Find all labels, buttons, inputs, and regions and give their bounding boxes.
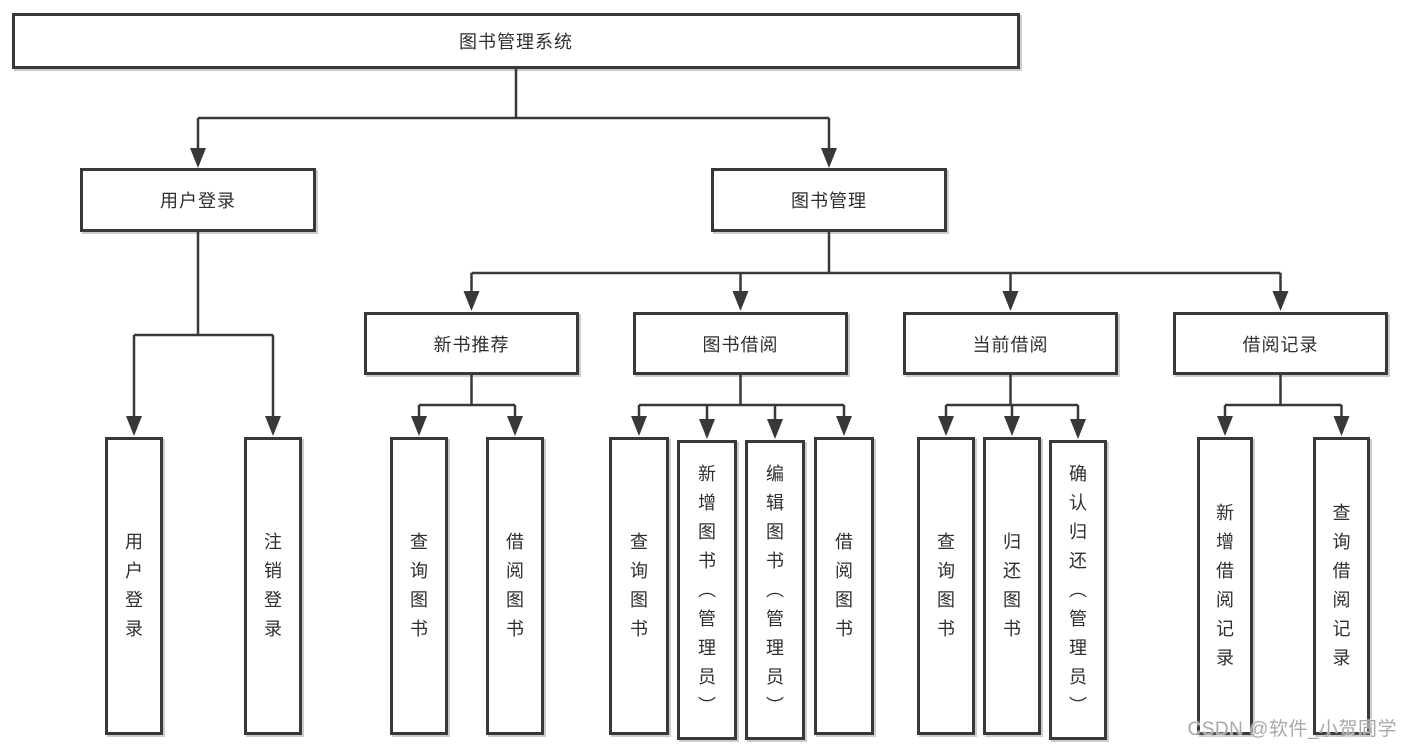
node-label: 新书推荐 — [433, 334, 510, 355]
leaf-current-query-books: 查 询 图 书 — [917, 437, 975, 735]
leaf-user-login: 用 户 登 录 — [105, 437, 163, 735]
csdn-watermark: CSDN @软件_小贺同学 — [1187, 719, 1397, 740]
node-current-borrowing: 当前借阅 — [903, 312, 1118, 375]
connector-borrowing-records-group — [1217, 375, 1350, 436]
connector-new-book-group — [411, 375, 523, 436]
leaf-label: 编 辑 图 书 ︵ 管 理 员 ︶ — [766, 463, 784, 716]
leaf-records-query-borrow-record: 查 询 借 阅 记 录 — [1313, 437, 1370, 735]
node-user-login-branch: 用户登录 — [80, 168, 316, 232]
node-label: 图书管理 — [791, 191, 867, 211]
leaf-label: 新 增 借 阅 记 录 — [1216, 503, 1234, 668]
leaf-label: 用 户 登 录 — [125, 532, 143, 639]
leaf-label: 查 询 借 阅 记 录 — [1332, 503, 1351, 668]
node-label: 借阅记录 — [1242, 334, 1319, 355]
leaf-label: 查 询 图 书 — [937, 532, 955, 639]
leaf-label: 归 还 图 书 — [1003, 532, 1021, 639]
leaf-borrowing-add-books-admin: 新 增 图 书 ︵ 管 理 员 ︶ — [677, 440, 737, 740]
node-book-management-branch: 图书管理 — [711, 168, 947, 232]
node-book-borrowing: 图书借阅 — [633, 312, 848, 375]
leaf-current-return-books: 归 还 图 书 — [983, 437, 1041, 735]
leaf-newbook-borrow-books: 借 阅 图 书 — [486, 437, 544, 735]
connector-book-management-group — [463, 232, 1289, 311]
connector-book-borrowing-group — [631, 375, 852, 439]
node-library-system-root: 图书管理系统 — [12, 13, 1020, 69]
leaf-label: 新 增 图 书 ︵ 管 理 员 ︶ — [698, 463, 716, 716]
leaf-label: 借 阅 图 书 — [506, 532, 524, 639]
connector-current-borrowing-group — [938, 375, 1086, 439]
connector-user-login-group — [126, 232, 281, 436]
connector-root-to-level1 — [190, 69, 837, 168]
node-label: 图书借阅 — [702, 334, 779, 355]
node-label: 当前借阅 — [972, 334, 1049, 355]
leaf-borrowing-edit-books-admin: 编 辑 图 书 ︵ 管 理 员 ︶ — [745, 440, 805, 740]
leaf-label: 查 询 图 书 — [410, 532, 428, 639]
node-new-book-recommendation: 新书推荐 — [364, 312, 579, 375]
leaf-current-confirm-return-admin: 确 认 归 还 ︵ 管 理 员 ︶ — [1049, 440, 1107, 740]
leaf-user-logout: 注 销 登 录 — [244, 437, 302, 735]
leaf-label: 注 销 登 录 — [264, 532, 282, 639]
leaf-borrowing-borrow-books: 借 阅 图 书 — [814, 437, 874, 735]
leaf-records-add-borrow-record: 新 增 借 阅 记 录 — [1197, 437, 1253, 735]
leaf-newbook-query-books: 查 询 图 书 — [390, 437, 448, 735]
node-label: 图书管理系统 — [459, 32, 573, 52]
leaf-label: 查 询 图 书 — [630, 532, 648, 639]
leaf-label: 借 阅 图 书 — [835, 532, 853, 639]
leaf-borrowing-query-books: 查 询 图 书 — [609, 437, 669, 735]
node-label: 用户登录 — [160, 191, 236, 211]
leaf-label: 确 认 归 还 ︵ 管 理 员 ︶ — [1069, 463, 1087, 716]
node-borrowing-records: 借阅记录 — [1173, 312, 1388, 375]
